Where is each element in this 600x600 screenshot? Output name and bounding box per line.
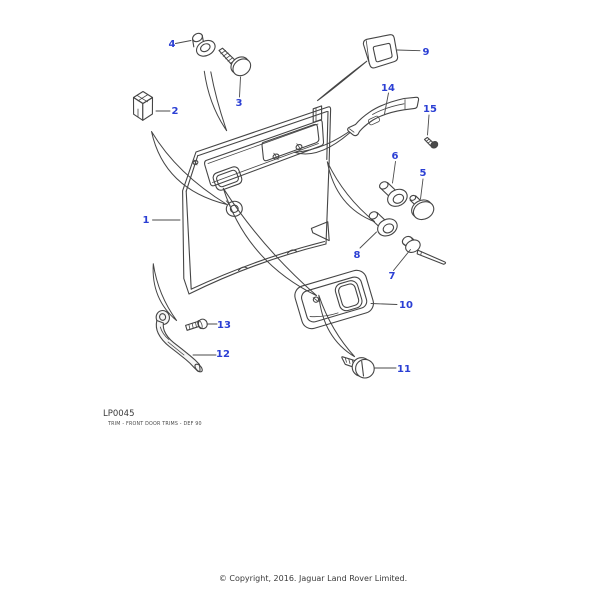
callout-1[interactable]: 1 bbox=[143, 215, 150, 226]
callout-12[interactable]: 12 bbox=[216, 349, 230, 360]
clip-block bbox=[132, 90, 154, 121]
screw-11 bbox=[341, 356, 375, 379]
door-pull-bracket bbox=[155, 309, 203, 373]
leader-lines bbox=[152, 40, 430, 369]
screw-3 bbox=[218, 47, 252, 77]
screw-15 bbox=[423, 136, 439, 149]
callout-3[interactable]: 3 bbox=[236, 98, 243, 109]
plug-button-5 bbox=[409, 194, 435, 221]
callout-14[interactable]: 14 bbox=[381, 83, 395, 94]
callout-10[interactable]: 10 bbox=[399, 300, 413, 311]
door-pull-handle-14 bbox=[347, 96, 420, 137]
handle-escutcheon bbox=[294, 269, 374, 330]
callout-11[interactable]: 11 bbox=[397, 364, 411, 375]
grommet-6 bbox=[379, 181, 408, 207]
grommet-fastener-4 bbox=[192, 32, 216, 57]
drawing-description: TRIM - FRONT DOOR TRIMS - DEF 90 bbox=[107, 421, 202, 427]
callout-13[interactable]: 13 bbox=[217, 320, 231, 331]
callout-8[interactable]: 8 bbox=[354, 250, 361, 261]
callout-5[interactable]: 5 bbox=[420, 168, 427, 179]
callout-6[interactable]: 6 bbox=[392, 151, 399, 162]
callout-2[interactable]: 2 bbox=[172, 106, 179, 117]
callout-15[interactable]: 15 bbox=[423, 104, 437, 115]
callout-7[interactable]: 7 bbox=[389, 271, 396, 282]
square-grommet-9 bbox=[362, 34, 399, 69]
drawing-code: LP0045 bbox=[103, 409, 135, 419]
copyright-footer: © Copyright, 2016. Jaguar Land Rover Lim… bbox=[219, 574, 407, 583]
callout-4[interactable]: 4 bbox=[169, 39, 176, 50]
callout-9[interactable]: 9 bbox=[423, 47, 430, 58]
rivet-pin-7 bbox=[401, 235, 447, 265]
grommet-8 bbox=[368, 211, 398, 237]
door-trim-panel bbox=[182, 105, 332, 295]
locator-curves bbox=[151, 60, 376, 358]
screw-13 bbox=[185, 318, 208, 331]
